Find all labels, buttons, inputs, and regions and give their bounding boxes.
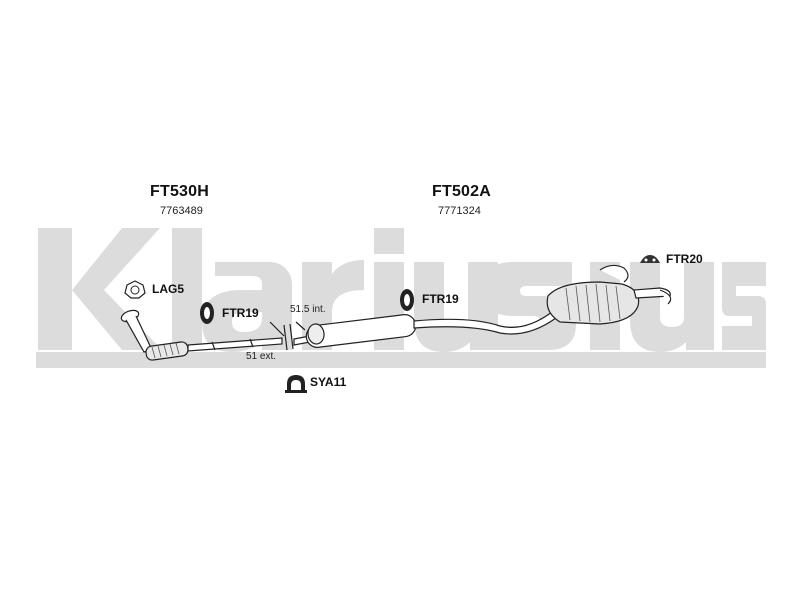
intermediate-pipe xyxy=(293,311,557,348)
tag-ftr20: FTR20 xyxy=(666,252,703,266)
part-number-rear: 7771324 xyxy=(438,205,481,217)
rubber-hanger-icon xyxy=(200,302,214,324)
gasket-ring-icon xyxy=(124,280,146,299)
clamp-icon xyxy=(285,375,307,393)
tag-ftr19-mid: FTR19 xyxy=(422,292,459,306)
bracket-hanger-icon xyxy=(640,255,660,263)
front-pipe xyxy=(120,309,283,361)
tag-lag5: LAG5 xyxy=(152,282,185,296)
tag-sya11: SYA11 xyxy=(310,375,347,389)
rubber-hanger-icon xyxy=(400,289,414,311)
joint-marker xyxy=(269,321,306,351)
part-code-front: FT530H xyxy=(150,183,209,200)
part-code-rear: FT502A xyxy=(432,183,491,200)
part-number-front: 7763489 xyxy=(160,205,203,217)
tag-ftr19-front: FTR19 xyxy=(222,306,259,320)
dimension-external: 51 ext. xyxy=(246,351,277,362)
rear-silencer xyxy=(546,264,672,325)
dimension-internal: 51.5 int. xyxy=(290,304,326,315)
